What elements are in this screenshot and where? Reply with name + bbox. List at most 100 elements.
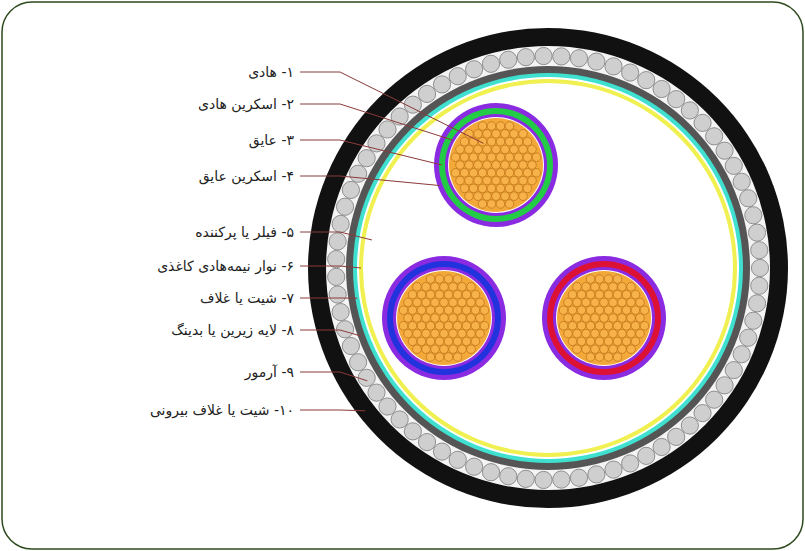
conductor-strand	[440, 329, 449, 338]
conductor-strand	[453, 321, 462, 330]
conductor-gap	[448, 117, 544, 213]
conductor-strand	[640, 306, 649, 315]
conductor-strand	[609, 298, 618, 307]
armor-wire	[622, 64, 639, 81]
conductor-strand	[613, 306, 622, 315]
conductor-strand	[458, 314, 467, 323]
conductor-strand	[413, 329, 422, 338]
conductor-strand	[467, 329, 476, 338]
armor-wire	[605, 461, 622, 478]
leader-line	[300, 72, 484, 143]
conductor-strand	[501, 192, 510, 201]
conductor-strand	[483, 130, 492, 139]
conductor-strand	[487, 137, 496, 146]
leader-line	[300, 266, 361, 268]
conductor-strand	[568, 337, 577, 346]
conductor-strand	[476, 298, 485, 307]
armor-wire	[638, 72, 655, 89]
conductor-strand	[413, 298, 422, 307]
conductor-strand	[622, 290, 631, 299]
armor-wire	[500, 468, 517, 485]
conductor-strand	[618, 345, 627, 354]
armor-wire	[694, 114, 711, 131]
conductor-strand	[501, 130, 510, 139]
conductor-strand	[631, 321, 640, 330]
conductor-strand	[559, 321, 568, 330]
armor-wire	[350, 165, 367, 182]
conductor-strand	[483, 145, 492, 154]
conductor-strand	[453, 306, 462, 315]
armor-wire	[751, 277, 768, 294]
armor-wire	[449, 451, 466, 468]
conductor-strand	[487, 184, 496, 193]
armor-wire	[500, 51, 517, 68]
conductor-strand	[426, 290, 435, 299]
conductor-strand	[505, 153, 514, 162]
conductor-strand	[399, 321, 408, 330]
conductor-gap	[556, 270, 652, 366]
armor-wire	[328, 268, 345, 285]
conductor-strand	[618, 314, 627, 323]
armor-wire	[368, 384, 385, 401]
conductor-strand	[523, 184, 532, 193]
conductor-strand	[462, 290, 471, 299]
conductor-strand	[582, 345, 591, 354]
conductor-strand	[564, 329, 573, 338]
conductor-strand	[586, 321, 595, 330]
conductor-strand	[636, 314, 645, 323]
conductor-strand	[604, 337, 613, 346]
conductor-strand	[422, 283, 431, 292]
conductor-strand	[577, 306, 586, 315]
conductor-strand	[604, 290, 613, 299]
conductor-strand	[573, 314, 582, 323]
conductor-strand	[496, 200, 505, 209]
armor-wire	[391, 108, 408, 125]
armor-wire	[329, 286, 346, 303]
conductor-strand	[627, 345, 636, 354]
armor-wire	[553, 48, 570, 65]
conductor-strand	[492, 130, 501, 139]
conductor-strand	[426, 353, 435, 362]
conductor-strand	[501, 145, 510, 154]
armor-wire	[332, 303, 349, 320]
conductor-strand	[577, 321, 586, 330]
armor-wire	[748, 295, 765, 312]
conductor-strand	[408, 337, 417, 346]
conductor-strand	[582, 314, 591, 323]
conductor-strand	[604, 275, 613, 284]
conductor-strand	[469, 153, 478, 162]
conductor-strand	[462, 321, 471, 330]
conductor-strand	[426, 275, 435, 284]
conductor-strand	[469, 168, 478, 177]
conductor-strand	[487, 153, 496, 162]
conductor-strand	[613, 353, 622, 362]
part-label: ۵- فیلر یا پرکننده	[193, 223, 296, 241]
conductor-strand	[453, 353, 462, 362]
armor-wire	[358, 369, 375, 386]
conductor-screen	[553, 267, 655, 369]
armor-wire	[404, 423, 421, 440]
conductor-strand	[586, 337, 595, 346]
conductor-strand	[476, 329, 485, 338]
leader-line	[300, 372, 367, 381]
armor-wire	[751, 259, 768, 276]
conductor-strand	[600, 283, 609, 292]
insulation	[547, 261, 661, 375]
conductor-strand	[444, 306, 453, 315]
conductor-strand	[431, 298, 440, 307]
conductor-strand	[449, 345, 458, 354]
core	[542, 256, 666, 380]
conductor-strand	[456, 145, 465, 154]
conductor-strand	[478, 153, 487, 162]
conductor-strand	[474, 192, 483, 201]
conductor-strand	[417, 337, 426, 346]
conductor-strand	[474, 161, 483, 170]
conductor-strand	[613, 290, 622, 299]
leader-line	[300, 410, 365, 412]
conductor-strand	[505, 137, 514, 146]
conductor-strand	[604, 321, 613, 330]
conductor-strand	[422, 314, 431, 323]
conductor-strand	[609, 314, 618, 323]
leader-line	[300, 176, 440, 186]
